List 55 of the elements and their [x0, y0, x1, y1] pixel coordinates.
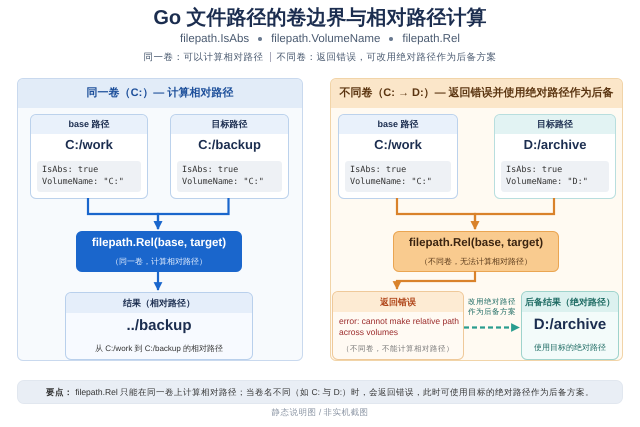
- path-value: D:/archive: [522, 137, 588, 152]
- key-point-band: [17, 380, 623, 404]
- function-call-box: [393, 231, 559, 272]
- key-point-text: 要点： filepath.Rel 只能在同一卷上计算相对路径；当卷名不同（如 C: 与 D:）时，会返回错误，此时可使用目标的绝对路径作为后备方案。: [44, 387, 596, 399]
- panel-heading: 不同卷（C: → D:）— 返回错误并使用绝对路径作为后备: [331, 79, 622, 108]
- function-note: （同一卷，计算相对路径）: [110, 256, 208, 267]
- arrow: [154, 198, 230, 230]
- code-line: IsAbs: true: [506, 164, 564, 176]
- code-line: IsAbs: true: [42, 164, 100, 176]
- card-heading: 结果（相对路径）: [66, 293, 252, 313]
- function-name: filepath.VolumeName: [271, 33, 380, 45]
- arrow: [154, 271, 162, 291]
- card-heading: 目标路径: [171, 115, 288, 134]
- code-line: VolumeName: "C:": [350, 176, 433, 188]
- path-value: C:/work: [64, 137, 114, 152]
- code-line: VolumeName: "D:": [506, 176, 589, 188]
- card-heading: base 路径: [339, 115, 457, 134]
- result-note: 使用目标的绝对路径: [533, 342, 607, 353]
- panel: [330, 78, 623, 361]
- function-call: filepath.Rel(base, target): [90, 237, 228, 249]
- arrow: [464, 323, 520, 332]
- panel: [17, 78, 303, 361]
- code-line: IsAbs: true: [350, 164, 408, 176]
- panel-heading: 同一卷（C:）— 计算相对路径: [18, 79, 302, 108]
- path-value: C:/work: [373, 137, 423, 152]
- footer-note: 静态说明图 / 非实机截图: [270, 407, 370, 419]
- title: Go 文件路径的卷边界与相对路径计算: [152, 6, 488, 31]
- function-call-box: [76, 231, 242, 272]
- card-heading: 目标路径: [495, 115, 615, 134]
- path-card: [170, 114, 289, 199]
- function-call: filepath.Rel(base, target): [408, 237, 544, 249]
- result-note: 从 C:/work 到 C:/backup 的相对路径: [94, 343, 224, 354]
- code-line: VolumeName: "C:": [42, 176, 125, 188]
- path-card: [338, 114, 458, 199]
- path-value: C:/backup: [197, 137, 262, 152]
- result-value: ../backup: [125, 317, 193, 334]
- path-card: [30, 114, 148, 199]
- code-line: VolumeName: "C:": [182, 176, 265, 188]
- path-card: [494, 114, 616, 199]
- arrow: [392, 271, 476, 290]
- summary-text: 不同卷：返回错误，可改用绝对路径作为后备方案: [276, 52, 496, 63]
- arrow: [470, 198, 556, 230]
- function-name: filepath.Rel: [402, 33, 460, 45]
- error-message: error: cannot make relative path across volumes: [339, 316, 459, 338]
- result-card: [521, 291, 619, 360]
- card-heading: 返回错误: [333, 292, 463, 312]
- result-card: [332, 291, 464, 360]
- summary-text: 同一卷：可以计算相对路径: [144, 52, 264, 63]
- card-heading: base 路径: [31, 115, 147, 134]
- code-line: IsAbs: true: [182, 164, 240, 176]
- function-name: filepath.IsAbs: [180, 33, 250, 45]
- result-value: D:/archive: [532, 316, 608, 333]
- card-heading: 后备结果（绝对路径）: [522, 292, 618, 312]
- result-card: [65, 292, 253, 360]
- function-note: （不同卷，无法计算相对路径）: [419, 256, 533, 267]
